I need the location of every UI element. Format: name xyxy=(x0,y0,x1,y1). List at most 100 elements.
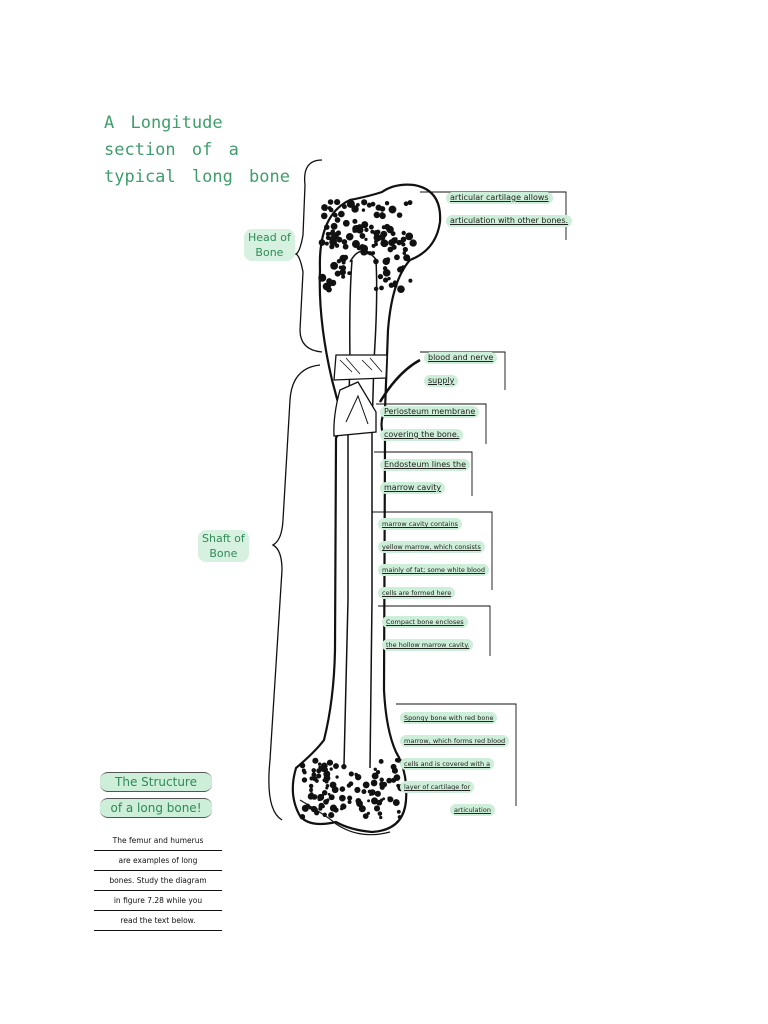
spongy-dot xyxy=(322,812,327,817)
label-spongy-bone: Spongy bone with red bone marrow, which … xyxy=(400,712,510,827)
spongy-dot xyxy=(334,217,341,223)
note-line: in figure 7.28 while you xyxy=(94,892,222,911)
label-line: supply xyxy=(424,375,459,387)
spongy-dot xyxy=(342,219,350,227)
spongy-dot xyxy=(342,254,349,261)
spongy-dot xyxy=(397,266,404,273)
spongy-dot xyxy=(409,239,417,247)
spongy-dot xyxy=(401,230,406,236)
spongy-dot xyxy=(341,204,347,210)
label-line: yellow marrow, which consists xyxy=(378,541,485,553)
shaft-of-bone-tag: Shaft of Bone xyxy=(198,530,249,562)
spongy-dot xyxy=(338,265,343,270)
spongy-dot xyxy=(386,777,393,784)
pointer-marrow xyxy=(372,511,493,590)
spongy-dot xyxy=(331,232,339,240)
label-line: marrow cavity xyxy=(380,482,446,494)
spongy-dot xyxy=(356,245,362,251)
spongy-dot xyxy=(324,241,329,246)
pointer-spongy xyxy=(396,703,517,806)
spongy-dot xyxy=(374,242,378,247)
spongy-dot xyxy=(361,249,365,254)
pointer-compact xyxy=(378,605,491,656)
title-line: typical long bone xyxy=(104,167,290,187)
structure-line: of a long bone! xyxy=(100,798,212,818)
spongy-dot xyxy=(342,243,349,250)
spongy-dot xyxy=(367,799,371,803)
label-line: Periosteum membrane xyxy=(380,406,480,418)
spongy-dot xyxy=(373,805,381,812)
label-line: Compact bone encloses xyxy=(382,616,468,628)
spongy-dot xyxy=(314,778,319,783)
spongy-dot xyxy=(325,784,330,788)
spongy-dot xyxy=(397,815,402,820)
spongy-bone-head xyxy=(318,198,417,293)
spongy-dot xyxy=(318,239,326,246)
periosteum-flap xyxy=(333,381,377,437)
spongy-dot xyxy=(403,254,411,262)
spongy-dot xyxy=(396,212,403,218)
spongy-dot xyxy=(321,204,328,211)
label-line: blood and nerve xyxy=(424,352,498,364)
label-periosteum: Periosteum membrane covering the bone. xyxy=(380,406,480,452)
spongy-dot xyxy=(376,799,383,806)
marrow-cavity-outline xyxy=(343,259,378,769)
tag-line: Head of xyxy=(248,231,291,244)
spongy-dot xyxy=(330,222,338,230)
spongy-dot xyxy=(361,208,366,212)
spongy-dot xyxy=(321,804,325,809)
spongy-dot xyxy=(322,778,327,783)
note-line: The femur and humerus xyxy=(94,832,222,851)
note-line: are examples of long xyxy=(94,852,222,871)
spongy-dot xyxy=(373,286,379,292)
spongy-dot xyxy=(299,762,306,769)
spongy-dot xyxy=(311,772,317,778)
spongy-dot xyxy=(356,226,364,234)
spongy-dot xyxy=(311,768,317,773)
spongy-dot xyxy=(388,282,395,288)
intro-note: The femur and humerus are examples of lo… xyxy=(94,832,222,932)
label-line: articulation with other bones. xyxy=(446,215,573,227)
spongy-dot xyxy=(321,762,328,770)
spongy-dot xyxy=(325,235,331,241)
spongy-dot xyxy=(396,809,401,814)
spongy-dot xyxy=(381,781,388,788)
spongy-dot xyxy=(388,205,397,214)
spongy-dot xyxy=(387,796,394,803)
spongy-dot xyxy=(299,813,306,820)
spongy-dot xyxy=(318,765,322,769)
title-line: section of a xyxy=(104,140,239,160)
diagram-title: A Longitude section of a typical long bo… xyxy=(104,110,304,191)
spongy-dot xyxy=(339,786,346,792)
note-line: bones. Study the diagram xyxy=(94,872,222,891)
spongy-dot xyxy=(387,276,391,281)
spongy-dot xyxy=(380,239,389,248)
spongy-dot xyxy=(369,793,373,797)
spongy-dot xyxy=(373,211,381,219)
spongy-dot xyxy=(397,285,405,293)
spongy-dot xyxy=(373,767,377,771)
spongy-dot xyxy=(326,759,334,766)
spongy-dot xyxy=(373,258,379,265)
spongy-dot xyxy=(380,230,388,238)
label-endosteum: Endosteum lines the marrow cavity xyxy=(380,459,471,505)
spongy-dot xyxy=(347,271,352,276)
spongy-dot xyxy=(394,254,400,261)
shaft-brace xyxy=(268,364,321,821)
spongy-dot xyxy=(382,269,391,277)
tag-line: Bone xyxy=(255,246,284,259)
spongy-dot xyxy=(371,251,376,255)
spongy-dot xyxy=(334,243,340,248)
spongy-dot xyxy=(334,270,341,277)
spongy-dot xyxy=(348,771,354,777)
spongy-dot xyxy=(377,273,384,280)
spongy-dot xyxy=(385,257,391,262)
spongy-dot xyxy=(316,773,322,779)
spongy-dot xyxy=(391,777,397,783)
spongy-dot xyxy=(320,212,328,220)
spongy-dot xyxy=(367,789,372,794)
spongy-dot xyxy=(339,268,346,276)
spongy-dot xyxy=(308,806,312,810)
